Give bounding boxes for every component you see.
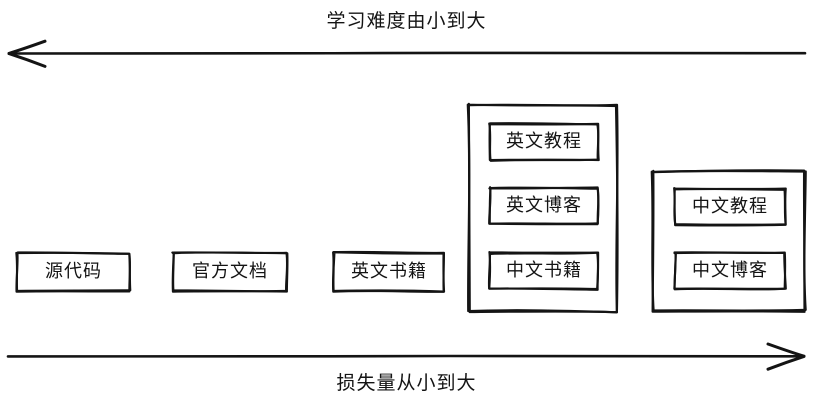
resource-box-label: 官方文档 [192, 261, 268, 282]
resource-box-label: 英文博客 [506, 195, 582, 216]
resource-box-english-blog[interactable]: 英文博客 [488, 186, 600, 226]
right-arrow-icon [6, 342, 806, 371]
resource-box-official-docs[interactable]: 官方文档 [171, 251, 289, 293]
bottom-axis-label: 损失量从小到大 [336, 372, 477, 394]
resource-box-label: 中文博客 [692, 260, 768, 281]
top-axis-label: 学习难度由小到大 [326, 10, 487, 32]
resource-box-label: 英文教程 [506, 131, 582, 152]
resource-box-label: 英文书籍 [351, 261, 427, 282]
resource-box-source-code[interactable]: 源代码 [15, 251, 132, 293]
resource-box-chinese-books[interactable]: 中文书籍 [487, 251, 600, 291]
resource-box-chinese-blog[interactable]: 中文博客 [673, 251, 787, 291]
resource-box-label: 中文书籍 [506, 260, 582, 281]
resource-box-english-books[interactable]: 英文书籍 [331, 250, 446, 293]
resource-box-label: 源代码 [45, 261, 102, 282]
resource-box-english-tutorial[interactable]: 英文教程 [488, 122, 600, 162]
resource-box-chinese-tutorial[interactable]: 中文教程 [673, 187, 787, 227]
resource-box-label: 中文教程 [692, 196, 768, 217]
left-arrow-icon [7, 39, 807, 68]
